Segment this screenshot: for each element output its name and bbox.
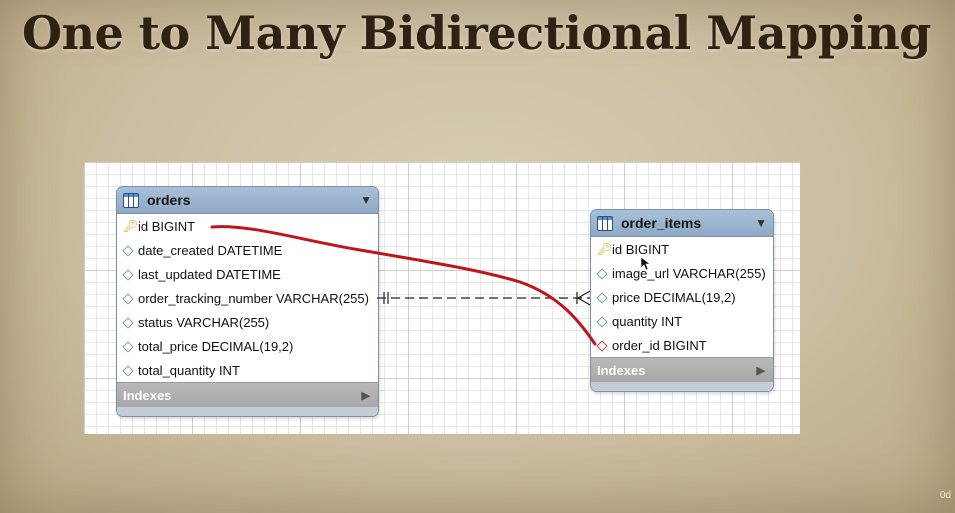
column-label: order_tracking_number VARCHAR(255)	[138, 290, 369, 306]
column-label: price DECIMAL(19,2)	[612, 289, 736, 305]
relationship-connector	[377, 290, 591, 306]
orders-table-header[interactable]: orders ▼	[117, 187, 378, 214]
column-label: status VARCHAR(255)	[138, 314, 270, 330]
watermark-text: 0d	[939, 490, 951, 501]
column-label: image_url VARCHAR(255)	[612, 265, 766, 281]
column-row[interactable]: total_price DECIMAL(19,2)	[117, 334, 378, 358]
table-footer	[117, 407, 378, 416]
column-label: id BIGINT	[138, 218, 196, 234]
mouse-cursor-icon	[640, 256, 651, 271]
column-label: total_price DECIMAL(19,2)	[138, 338, 294, 354]
indexes-label: Indexes	[123, 387, 172, 403]
column-label: last_updated DATETIME	[138, 266, 281, 282]
orders-indexes-section[interactable]: Indexes ▶	[117, 382, 378, 407]
order-items-table-name: order_items	[621, 215, 702, 231]
order-items-indexes-section[interactable]: Indexes ▶	[591, 357, 773, 382]
collapse-arrow-icon[interactable]: ▼	[360, 193, 372, 207]
column-label: date_created DATETIME	[138, 242, 283, 258]
column-row[interactable]: total_quantity INT	[117, 358, 378, 382]
column-label: order_id BIGINT	[612, 337, 707, 353]
orders-table-name: orders	[147, 192, 191, 208]
column-row[interactable]: 🔑︎ id BIGINT	[591, 237, 773, 261]
column-label: id BIGINT	[612, 241, 670, 257]
column-row[interactable]: 🔑︎ id BIGINT	[117, 214, 378, 238]
collapse-arrow-icon[interactable]: ▼	[755, 216, 767, 230]
column-row[interactable]: order_id BIGINT	[591, 333, 773, 357]
orders-table[interactable]: orders ▼ 🔑︎ id BIGINT date_created DATET…	[116, 186, 379, 417]
column-row[interactable]: date_created DATETIME	[117, 238, 378, 262]
column-row[interactable]: order_tracking_number VARCHAR(255)	[117, 286, 378, 310]
table-footer	[591, 382, 773, 391]
table-icon	[123, 192, 139, 208]
column-row[interactable]: last_updated DATETIME	[117, 262, 378, 286]
order-items-table-header[interactable]: order_items ▼	[591, 210, 773, 237]
column-row[interactable]: image_url VARCHAR(255)	[591, 261, 773, 285]
column-label: total_quantity INT	[138, 362, 240, 378]
table-icon	[597, 215, 613, 231]
slide-title: One to Many Bidirectional Mapping	[22, 6, 931, 60]
column-row[interactable]: price DECIMAL(19,2)	[591, 285, 773, 309]
expand-arrow-icon[interactable]: ▶	[756, 364, 765, 377]
expand-arrow-icon[interactable]: ▶	[361, 389, 370, 402]
crows-foot-icon	[576, 290, 591, 306]
column-label: quantity INT	[612, 313, 683, 329]
column-row[interactable]: quantity INT	[591, 309, 773, 333]
column-row[interactable]: status VARCHAR(255)	[117, 310, 378, 334]
indexes-label: Indexes	[597, 362, 646, 378]
annotation-stroke	[210, 225, 597, 346]
order-items-table[interactable]: order_items ▼ 🔑︎ id BIGINT image_url VAR…	[590, 209, 774, 392]
